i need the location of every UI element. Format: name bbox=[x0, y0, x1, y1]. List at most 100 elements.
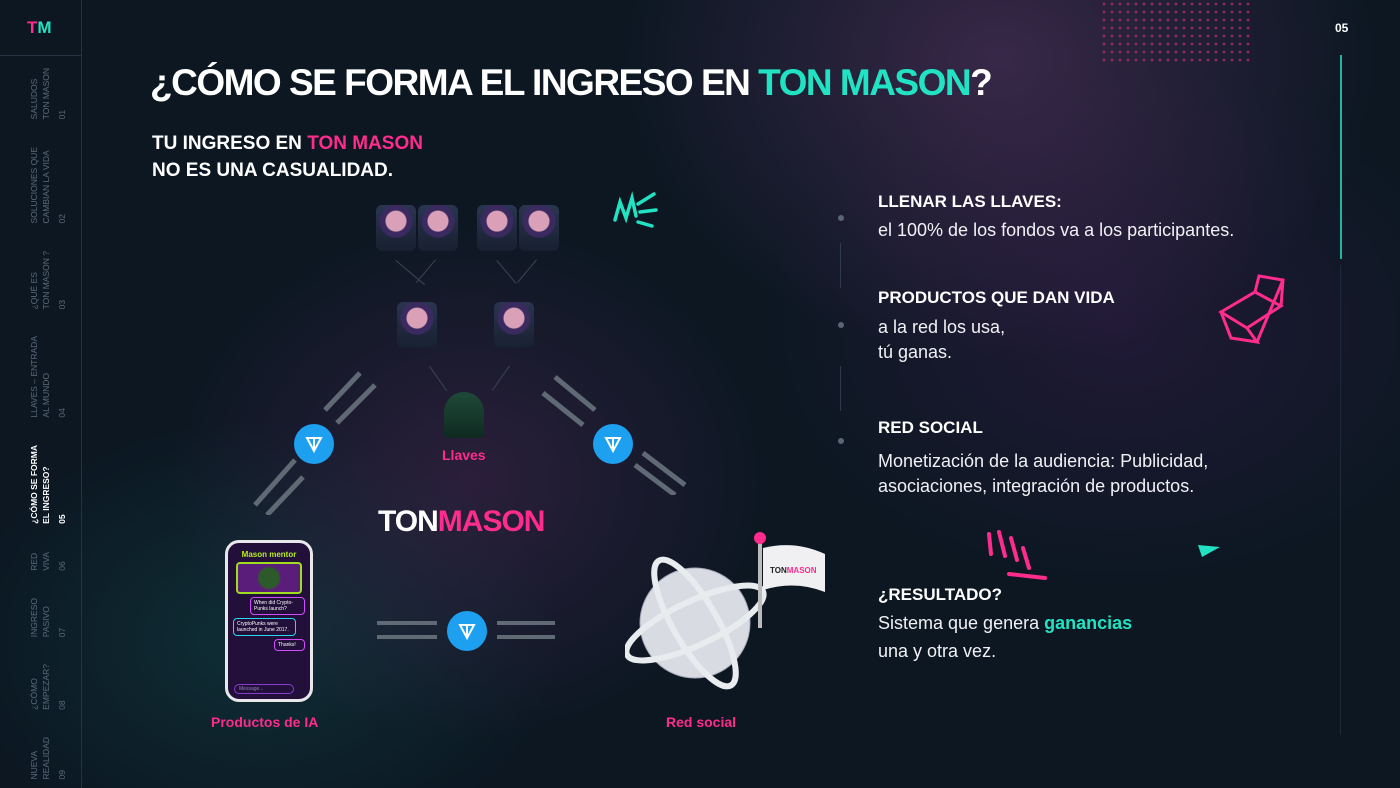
result-text-pre: Sistema que genera bbox=[878, 613, 1045, 633]
nav-line2: CAMBIAN LA VIDA bbox=[41, 150, 51, 224]
section-title: RED SOCIAL bbox=[878, 418, 983, 437]
nav-line1: SALUDOS bbox=[29, 78, 39, 120]
arrows-bottom bbox=[377, 621, 555, 639]
avatar bbox=[418, 205, 458, 251]
chat-bubble: CryptoPunks were launched in June 2017. bbox=[233, 618, 296, 636]
section-text: a la red los usa, bbox=[878, 317, 1006, 337]
ton-coin-icon bbox=[294, 424, 334, 464]
ton-coin-icon bbox=[593, 424, 633, 464]
productos-label: Productos de IA bbox=[211, 714, 319, 730]
nav-line2: PASIVO bbox=[41, 605, 51, 637]
nav-line2: EL INGRESO? bbox=[41, 466, 51, 525]
scribble-icon bbox=[613, 191, 658, 228]
avatar bbox=[477, 205, 517, 251]
section-title: LLENAR LAS LLAVES: bbox=[878, 192, 1062, 211]
result-text-line2: una y otra vez. bbox=[878, 641, 997, 661]
title-end: ? bbox=[970, 62, 993, 103]
brand-a: TON bbox=[378, 505, 439, 538]
hooded-avatar bbox=[444, 392, 484, 438]
section-text: asociaciones, integración de productos. bbox=[878, 476, 1195, 496]
nav-line1: LLAVES – ENTRADA bbox=[29, 336, 39, 418]
nav-line2: VIVA bbox=[41, 551, 51, 571]
mentor-image bbox=[236, 562, 302, 594]
nav-line2: TON MASON ? bbox=[41, 250, 51, 309]
message-input: Message... bbox=[234, 684, 294, 694]
nav-num: 07 bbox=[57, 627, 67, 637]
avatar bbox=[397, 302, 437, 348]
title-text: ¿CÓMO SE FORMA EL INGRESO EN bbox=[150, 62, 759, 103]
title-highlight: TON MASON bbox=[758, 62, 971, 103]
tonmason-brand: TONMASON bbox=[378, 505, 546, 539]
divider bbox=[840, 243, 841, 288]
red-social-label: Red social bbox=[666, 714, 737, 730]
nav-line2: EMPEZAR? bbox=[41, 664, 51, 711]
triangle-icon bbox=[1198, 545, 1220, 557]
nav-num: 08 bbox=[57, 700, 67, 711]
phone-mockup: Mason mentor When did Crypto-Punks launc… bbox=[225, 540, 313, 702]
section-text: el 100% de los fondos va a los participa… bbox=[878, 220, 1235, 240]
nav-num: 09 bbox=[57, 770, 67, 780]
nav-line1: SOLUCIONES QUE bbox=[29, 146, 39, 224]
divider bbox=[840, 366, 841, 411]
chat-bubble: When did Crypto-Punks launch? bbox=[250, 597, 305, 615]
divider bbox=[0, 55, 82, 56]
result-text: Sistema que genera ganancias bbox=[878, 611, 1132, 636]
decorative-dots bbox=[1100, 0, 1250, 65]
arrows-left bbox=[253, 371, 377, 515]
nav-line1: ¿QUÉ ES bbox=[29, 271, 39, 309]
result-highlight: ganancias bbox=[1044, 613, 1133, 633]
nav-line2: TON MASON bbox=[41, 68, 51, 120]
bullet bbox=[838, 322, 844, 328]
nav-num: 04 bbox=[57, 408, 67, 418]
nav-num: 02 bbox=[57, 213, 67, 224]
result-title: ¿RESULTADO? bbox=[878, 585, 1003, 604]
arrows-right bbox=[541, 375, 687, 495]
subtitle-line2: NO ES UNA CASUALIDAD. bbox=[152, 160, 394, 181]
avatar bbox=[519, 205, 559, 251]
globe-icon bbox=[625, 532, 825, 690]
nav-line1: ¿CÓMO bbox=[29, 678, 39, 711]
nav-line1: RED bbox=[29, 552, 39, 571]
progress-track bbox=[1340, 265, 1341, 735]
section-text: Monetización de la audiencia: Publicidad… bbox=[878, 451, 1209, 471]
subtitle-text: TU INGRESO EN bbox=[152, 133, 308, 154]
cube-icon bbox=[1218, 274, 1285, 344]
section-text: tú ganas. bbox=[878, 342, 953, 362]
bullet bbox=[838, 438, 844, 444]
subtitle-highlight: TON MASON bbox=[307, 133, 423, 154]
bullet bbox=[838, 215, 844, 221]
avatar bbox=[494, 302, 534, 348]
page-number: 05 bbox=[1335, 21, 1349, 35]
llaves-label: Llaves bbox=[442, 447, 486, 463]
page-title: ¿CÓMO SE FORMA EL INGRESO EN TON MASON? bbox=[150, 62, 993, 104]
flag-a: TON bbox=[770, 566, 787, 575]
logo[interactable]: TM bbox=[27, 18, 52, 38]
section-title: PRODUCTOS QUE DAN VIDA bbox=[878, 288, 1115, 307]
subtitle: TU INGRESO EN TON MASON NO ES UNA CASUALI… bbox=[152, 130, 423, 184]
nav-line1: NUEVA bbox=[29, 751, 39, 780]
nav-num: 06 bbox=[57, 560, 67, 571]
ton-coin-icon bbox=[447, 611, 487, 651]
nav-num: 05 bbox=[57, 514, 67, 525]
logo-t: T bbox=[27, 18, 38, 37]
nav-num: 01 bbox=[57, 109, 67, 120]
brand-b: MASON bbox=[437, 505, 546, 538]
logo-m: M bbox=[37, 18, 52, 37]
nav-num: 03 bbox=[57, 299, 67, 309]
avatar bbox=[376, 205, 416, 251]
flag-b: MASON bbox=[786, 566, 817, 575]
chat-bubble: Thanks! bbox=[274, 639, 305, 651]
phone-title: Mason mentor bbox=[241, 550, 297, 559]
burst-icon bbox=[987, 530, 1047, 580]
flag-label: TONMASON bbox=[770, 566, 817, 575]
